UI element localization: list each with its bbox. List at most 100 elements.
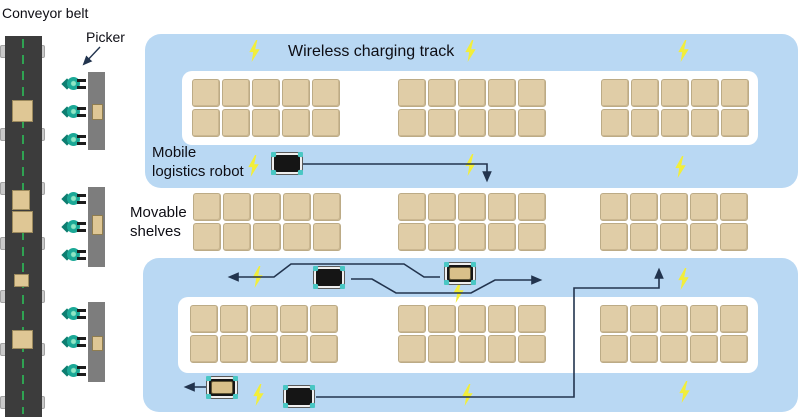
- lightning-bolt-icon: [678, 268, 689, 290]
- lightning-bolt-icon: [253, 384, 264, 406]
- shelf-slot: [223, 223, 251, 251]
- shelf-slot: [313, 223, 341, 251]
- shelves-label-line2: shelves: [130, 223, 181, 240]
- cargo-box: [211, 381, 233, 394]
- conveyor-box: [12, 190, 30, 210]
- shelf-grid: [398, 305, 546, 363]
- shelf-slot: [600, 223, 628, 251]
- shelf-slot: [630, 305, 658, 333]
- shelf-slot: [222, 79, 250, 107]
- conveyor-box: [12, 100, 33, 122]
- shelf-slot: [280, 305, 308, 333]
- picker-icon: [61, 104, 86, 119]
- shelf-slot: [253, 193, 281, 221]
- shelf-slot: [222, 109, 250, 137]
- shelf-slot: [601, 79, 629, 107]
- shelf-slot: [282, 79, 310, 107]
- shelf-slot: [660, 193, 688, 221]
- movable-shelves-label: Movable shelves: [130, 203, 187, 241]
- workstation-box: [92, 215, 103, 235]
- shelf-slot: [312, 109, 340, 137]
- picker-icon: [61, 247, 86, 262]
- shelf-slot: [721, 109, 749, 137]
- shelf-grid: [398, 193, 546, 251]
- mobile-logistics-robot-label: Mobile logistics robot: [152, 143, 244, 181]
- shelf-slot: [720, 305, 748, 333]
- shelf-slot: [690, 193, 718, 221]
- shelf-slot: [192, 109, 220, 137]
- picker-icon: [61, 76, 86, 91]
- shelf-slot: [631, 79, 659, 107]
- shelf-slot: [312, 79, 340, 107]
- shelf-slot: [720, 193, 748, 221]
- shelf-slot: [250, 335, 278, 363]
- lightning-bolt-icon: [465, 40, 476, 62]
- shelf-slot: [428, 193, 456, 221]
- shelf-slot: [660, 335, 688, 363]
- shelf-slot: [398, 193, 426, 221]
- shelf-slot: [630, 223, 658, 251]
- shelf-slot: [458, 193, 486, 221]
- shelf-grid: [192, 79, 340, 137]
- shelf-slot: [630, 335, 658, 363]
- shelf-slot: [488, 335, 516, 363]
- shelf-slot: [458, 305, 486, 333]
- conveyor-box: [12, 330, 33, 349]
- lightning-bolt-icon: [678, 40, 689, 62]
- shelf-slot: [252, 109, 280, 137]
- shelf-slot: [190, 305, 218, 333]
- robot-wheels: [313, 266, 318, 271]
- shelf-slot: [661, 109, 689, 137]
- picker-icon: [61, 219, 86, 234]
- shelf-grid: [600, 305, 748, 363]
- workstation-box: [92, 336, 103, 351]
- shelf-slot: [661, 79, 689, 107]
- shelf-slot: [518, 305, 546, 333]
- mobile-label-line2: logistics robot: [152, 163, 244, 180]
- shelf-slot: [458, 335, 486, 363]
- shelf-slot: [398, 109, 426, 137]
- wireless-charging-track-label: Wireless charging track: [288, 43, 455, 60]
- robot-wheels: [271, 152, 276, 157]
- shelf-slot: [428, 109, 456, 137]
- shelf-slot: [690, 305, 718, 333]
- picker-icon: [61, 191, 86, 206]
- shelf-slot: [398, 223, 426, 251]
- robot-wheels: [444, 262, 449, 267]
- conveyor-box: [12, 211, 33, 233]
- shelf-slot: [600, 335, 628, 363]
- picker-label: Picker: [86, 29, 125, 45]
- shelf-slot: [660, 223, 688, 251]
- shelf-slot: [282, 109, 310, 137]
- shelf-slot: [691, 79, 719, 107]
- shelves-label-line1: Movable: [130, 204, 187, 221]
- shelf-slot: [601, 109, 629, 137]
- shelf-slot: [720, 223, 748, 251]
- shelf-slot: [458, 223, 486, 251]
- shelf-slot: [310, 335, 338, 363]
- robot-wheels: [283, 385, 288, 390]
- conveyor-box: [14, 274, 29, 287]
- conveyor-belt-label: Conveyor belt: [2, 5, 89, 21]
- mobile-logistics-robot-icon: [283, 385, 314, 407]
- lightning-bolt-icon: [675, 156, 686, 178]
- picker-icon: [61, 363, 86, 378]
- shelf-slot: [193, 223, 221, 251]
- shelf-grid: [190, 305, 338, 363]
- mobile-logistics-robot-loaded-icon: [444, 262, 475, 284]
- cargo-box: [449, 267, 471, 280]
- robot-wheels: [206, 376, 211, 381]
- shelf-slot: [488, 223, 516, 251]
- shelf-grid: [193, 193, 341, 251]
- shelf-slot: [518, 193, 546, 221]
- shelf-slot: [428, 305, 456, 333]
- shelf-grid: [398, 79, 546, 137]
- shelf-slot: [518, 335, 546, 363]
- shelf-slot: [283, 223, 311, 251]
- shelf-slot: [280, 335, 308, 363]
- lightning-bolt-icon: [679, 381, 690, 403]
- shelf-slot: [193, 193, 221, 221]
- shelf-slot: [398, 79, 426, 107]
- shelf-slot: [690, 223, 718, 251]
